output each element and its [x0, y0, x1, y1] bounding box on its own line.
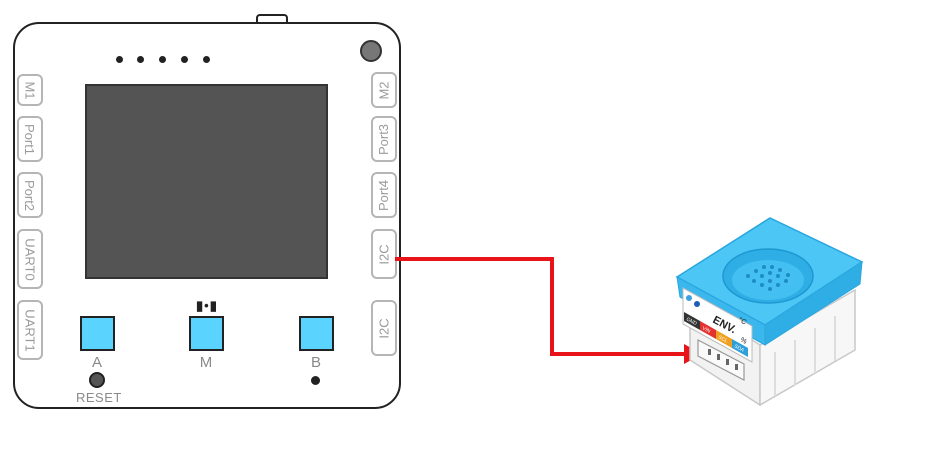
sensor-cap-right: [764, 261, 863, 346]
connector-pins: [708, 349, 738, 370]
port-port3: Port3: [371, 116, 397, 162]
port-m1: M1: [17, 74, 43, 106]
pin-label-vin: VIN: [701, 325, 712, 334]
sensor-base-right: [759, 288, 856, 407]
sensor-vent-holes: [746, 265, 790, 291]
led-dot: [137, 56, 144, 63]
port-port1: Port1: [17, 116, 43, 162]
port-i2c: I2C: [371, 300, 397, 356]
lcd-screen: [85, 84, 328, 279]
thermometer-icon: [686, 295, 692, 301]
pin-label-gnd: GND: [685, 316, 698, 327]
sensor-unit-humidity: %: [739, 337, 748, 346]
button-b-label: B: [310, 354, 321, 371]
button-b[interactable]: [299, 316, 334, 351]
button-a[interactable]: [80, 316, 115, 351]
port-port2: Port2: [17, 172, 43, 218]
button-m-label: M: [199, 354, 213, 371]
port-port4: Port4: [371, 172, 397, 218]
droplet-icon: [694, 301, 700, 307]
port-uart1: UART1: [17, 300, 43, 360]
reset-label: RESET: [76, 390, 122, 405]
port-uart0: UART0: [17, 229, 43, 289]
pin-label-scl: SCL: [717, 334, 729, 344]
led-dot: [116, 56, 123, 63]
pin-strip: GND VIN SCL SDA: [684, 312, 748, 357]
led-dot: [181, 56, 188, 63]
indicator-dot: [311, 376, 320, 385]
microphone-icon: ▮•▮: [196, 298, 218, 313]
camera-lens: [360, 40, 382, 62]
env-sensor-unit: ENV. °C % GND VIN SCL SDA: [675, 217, 864, 407]
pin-label-sda: SDA: [733, 343, 745, 353]
sensor-unit-temp: °C: [737, 316, 748, 327]
port-m2: M2: [371, 72, 397, 108]
led-dot: [159, 56, 166, 63]
led-dot: [203, 56, 210, 63]
button-a-label: A: [91, 354, 102, 371]
port-i2c-connected: I2C: [371, 229, 397, 279]
button-m[interactable]: [189, 316, 224, 351]
reset-button[interactable]: [89, 372, 105, 388]
i2c-wire: [395, 257, 690, 356]
